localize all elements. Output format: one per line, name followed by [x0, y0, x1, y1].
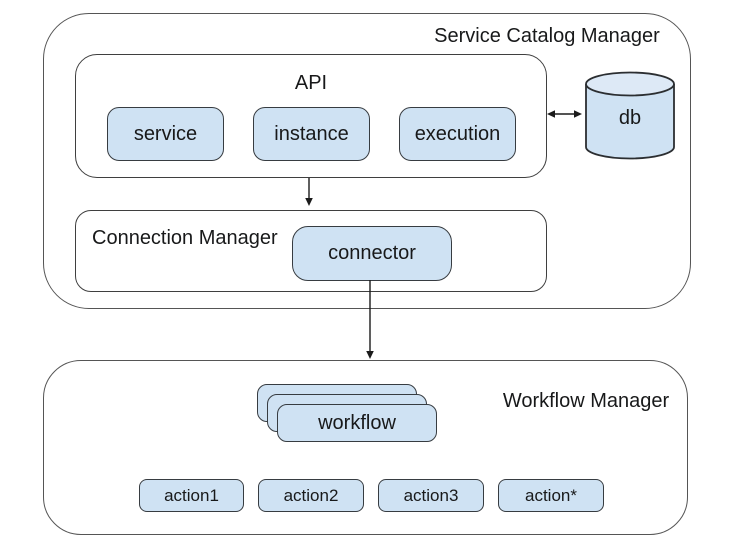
connector-node: connector — [292, 226, 452, 281]
api-title: API — [294, 72, 328, 94]
workflow-node: workflow — [277, 404, 437, 442]
action3-node: action3 — [378, 479, 484, 512]
connection-manager-group: Connection Manager connector — [75, 210, 547, 292]
execution-node: execution — [399, 107, 516, 161]
action1-node: action1 — [139, 479, 244, 512]
service-node: service — [107, 107, 224, 161]
database-icon — [585, 71, 675, 160]
api-group: API service instance execution — [75, 54, 547, 178]
service-catalog-manager-group: Service Catalog Manager API service inst… — [43, 13, 691, 309]
instance-node: instance — [253, 107, 370, 161]
action-star-node: action* — [498, 479, 604, 512]
db-label: db — [618, 107, 642, 129]
action2-node: action2 — [258, 479, 364, 512]
workflow-manager-title: Workflow Manager — [502, 390, 670, 412]
db-cylinder: db — [584, 71, 676, 161]
workflow-manager-group: Workflow Manager workflow action1 action… — [43, 360, 688, 535]
service-catalog-manager-title: Service Catalog Manager — [434, 25, 660, 47]
connection-manager-title: Connection Manager — [92, 227, 278, 249]
